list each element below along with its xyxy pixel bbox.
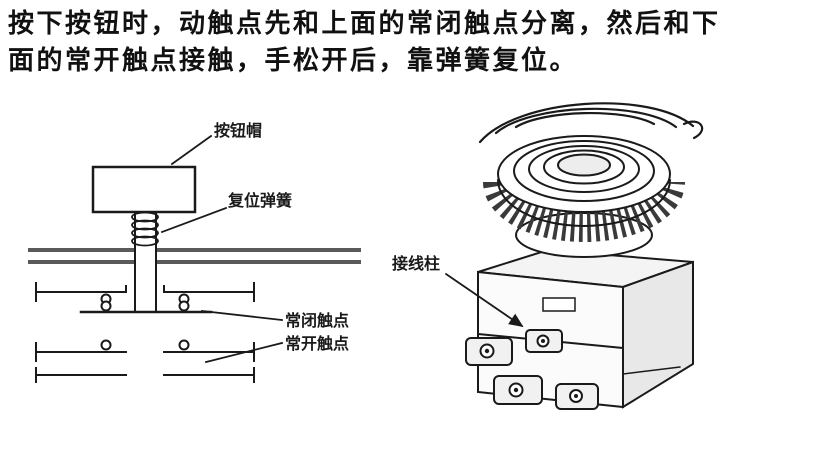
- caption-line-2: 面的常开触点接触，手松开后，靠弹簧复位。: [8, 46, 579, 76]
- leader-lines: [160, 134, 284, 364]
- moving-contact-bridge: [79, 300, 213, 314]
- button-cap: [91, 165, 197, 214]
- nc-fixed-contacts: [35, 282, 255, 305]
- no-contact-label: 常开触点: [285, 334, 349, 353]
- button-cap-rings: [497, 135, 671, 213]
- reset-spring: [131, 211, 159, 247]
- plunger-shaft: [134, 211, 157, 313]
- knurled-ring: [483, 179, 685, 242]
- no-fixed-contacts: [35, 339, 255, 383]
- terminal-label: 接线柱: [392, 254, 440, 273]
- reset-spring-label: 复位弹簧: [227, 191, 292, 210]
- caption-text: 按下按钮时，动触点先和上面的常闭触点分离，然后和下 面的常开触点接触，手松开后，…: [8, 6, 721, 80]
- wire-swirl: [478, 102, 704, 144]
- terminal-leader: [445, 273, 524, 328]
- caption-line-1: 按下按钮时，动触点先和上面的常闭触点分离，然后和下: [8, 9, 721, 39]
- mounting-panel: [28, 248, 361, 264]
- pushbutton-3d-diagram: 接线柱: [392, 102, 704, 410]
- button-cap-label: 按钮帽: [214, 121, 262, 140]
- nc-contact-label: 常闭触点: [285, 311, 349, 330]
- terminal-lugs: [465, 329, 599, 410]
- cross-section-diagram: 按钮帽 复位弹簧 常闭触点 常开触点: [28, 121, 361, 383]
